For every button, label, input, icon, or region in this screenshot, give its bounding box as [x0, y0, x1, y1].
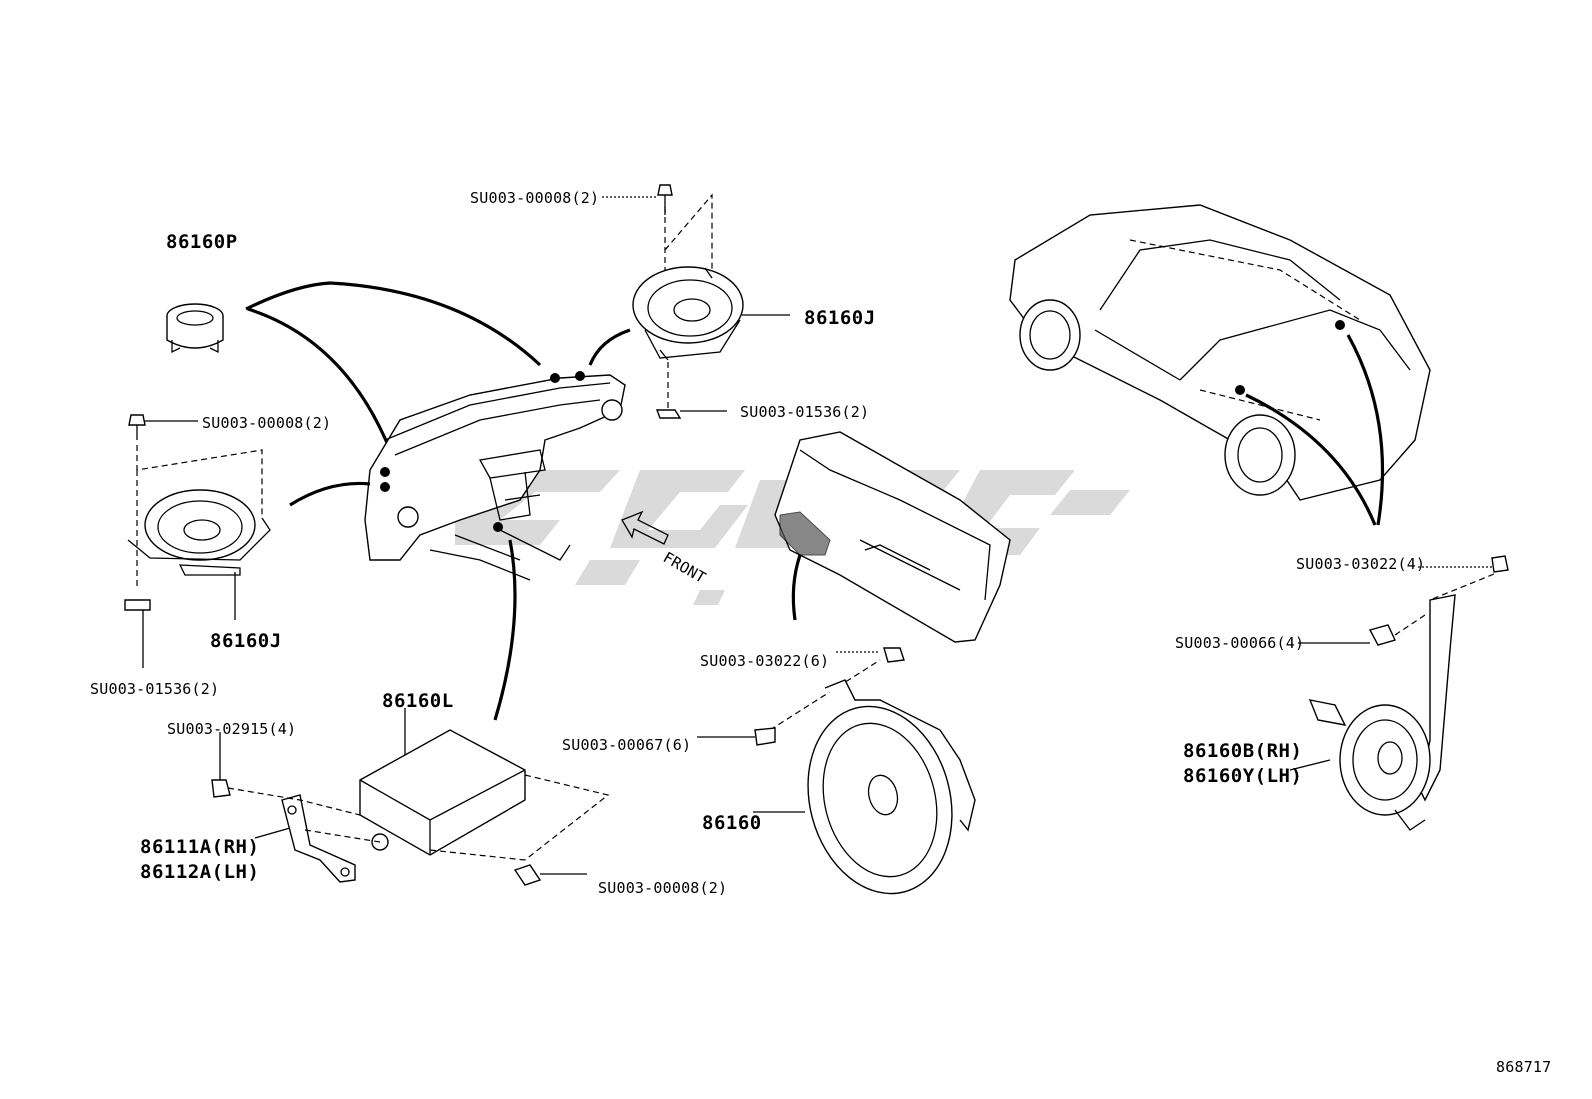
callout-86160: 86160 [702, 812, 762, 834]
bracket-86111A [211, 779, 381, 883]
callout-su003-00067: SU003-00067(6) [562, 736, 692, 754]
callout-86160Y: 86160Y(LH) [1183, 765, 1303, 787]
front-arrow [621, 510, 669, 545]
car-illustration [1009, 204, 1431, 501]
wire-door [791, 554, 802, 621]
callout-86160L: 86160L [382, 690, 454, 712]
tweeter-86160P [166, 303, 224, 354]
callout-su003-01536-left: SU003-01536(2) [90, 680, 220, 698]
callout-86160P: 86160P [166, 231, 238, 253]
callout-86112A: 86112A(LH) [140, 861, 260, 883]
wire-86160L [493, 539, 517, 721]
wire-86160J-right [588, 328, 631, 366]
callout-su003-01536-top: SU003-01536(2) [740, 403, 870, 421]
diagram-number: 868717 [1496, 1058, 1552, 1076]
callout-86160B: 86160B(RH) [1183, 740, 1303, 762]
callout-su003-02915: SU003-02915(4) [167, 720, 297, 738]
wire-86160P [245, 281, 542, 367]
callout-su003-00066: SU003-00066(4) [1175, 634, 1305, 652]
callout-su003-03022-mid: SU003-03022(6) [700, 652, 830, 670]
callout-86160J-left: 86160J [210, 630, 282, 652]
callout-86111A: 86111A(RH) [140, 836, 260, 858]
callout-86160J-right: 86160J [804, 307, 876, 329]
callout-su003-00008-bottom: SU003-00008(2) [598, 879, 728, 897]
speaker-86160J-top [632, 184, 744, 419]
callout-su003-00008-top: SU003-00008(2) [470, 189, 600, 207]
callout-su003-03022-right: SU003-03022(4) [1296, 555, 1426, 573]
callout-su003-00008-left: SU003-00008(2) [202, 414, 332, 432]
wire-rear [1346, 334, 1385, 526]
wire-86160J-left [289, 481, 371, 507]
speaker-86160B [1308, 555, 1509, 831]
speaker-86160J-left [124, 414, 271, 611]
speaker-86160 [754, 647, 976, 895]
door-trim-panel [774, 431, 1011, 643]
